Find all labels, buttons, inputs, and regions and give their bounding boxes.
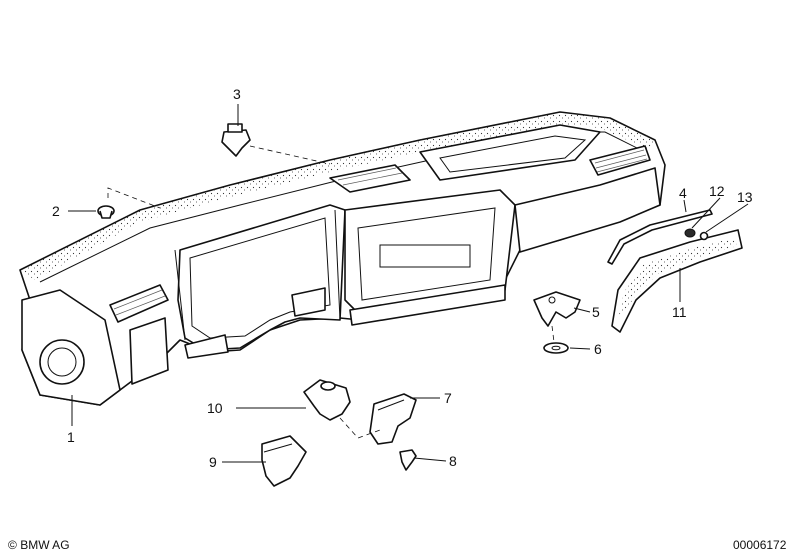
callout-12: 12 [709,183,725,199]
part-9-bracket [261,435,307,487]
callout-2: 2 [52,203,60,219]
callout-7: 7 [444,390,452,406]
part-10-bracket [303,379,351,421]
drawing-number: 00006172 [733,538,787,552]
callout-10: 10 [207,400,223,416]
callout-1: 1 [67,429,75,445]
callout-3: 3 [233,86,241,102]
part-4-trim-strip [607,209,713,265]
leader-lines [68,104,749,463]
assembly-dashed-lines [107,145,555,439]
callout-5: 5 [592,304,600,320]
part-2-clip [97,205,115,219]
part-6-washer [543,342,569,354]
part-7-bracket [369,393,417,445]
part-3-clip [221,123,251,157]
callout-6: 6 [594,341,602,357]
callout-8: 8 [449,453,457,469]
callout-11: 11 [672,304,687,320]
brand-name: BMW AG [20,538,70,552]
part-5-bracket [533,291,581,327]
callout-13: 13 [737,189,753,205]
dashboard-panel [19,111,666,406]
callout-4: 4 [679,185,687,201]
copyright-symbol: © [8,538,17,552]
part-11-trim-panel [611,229,743,333]
callout-9: 9 [209,454,217,470]
part-12-screw [684,228,696,238]
copyright-notice: © BMW AG [8,538,70,552]
callout-numbers: 1 2 3 4 5 6 7 8 9 10 11 12 13 [52,86,753,470]
part-13-clip [699,231,709,241]
part-8-screw [399,449,417,471]
